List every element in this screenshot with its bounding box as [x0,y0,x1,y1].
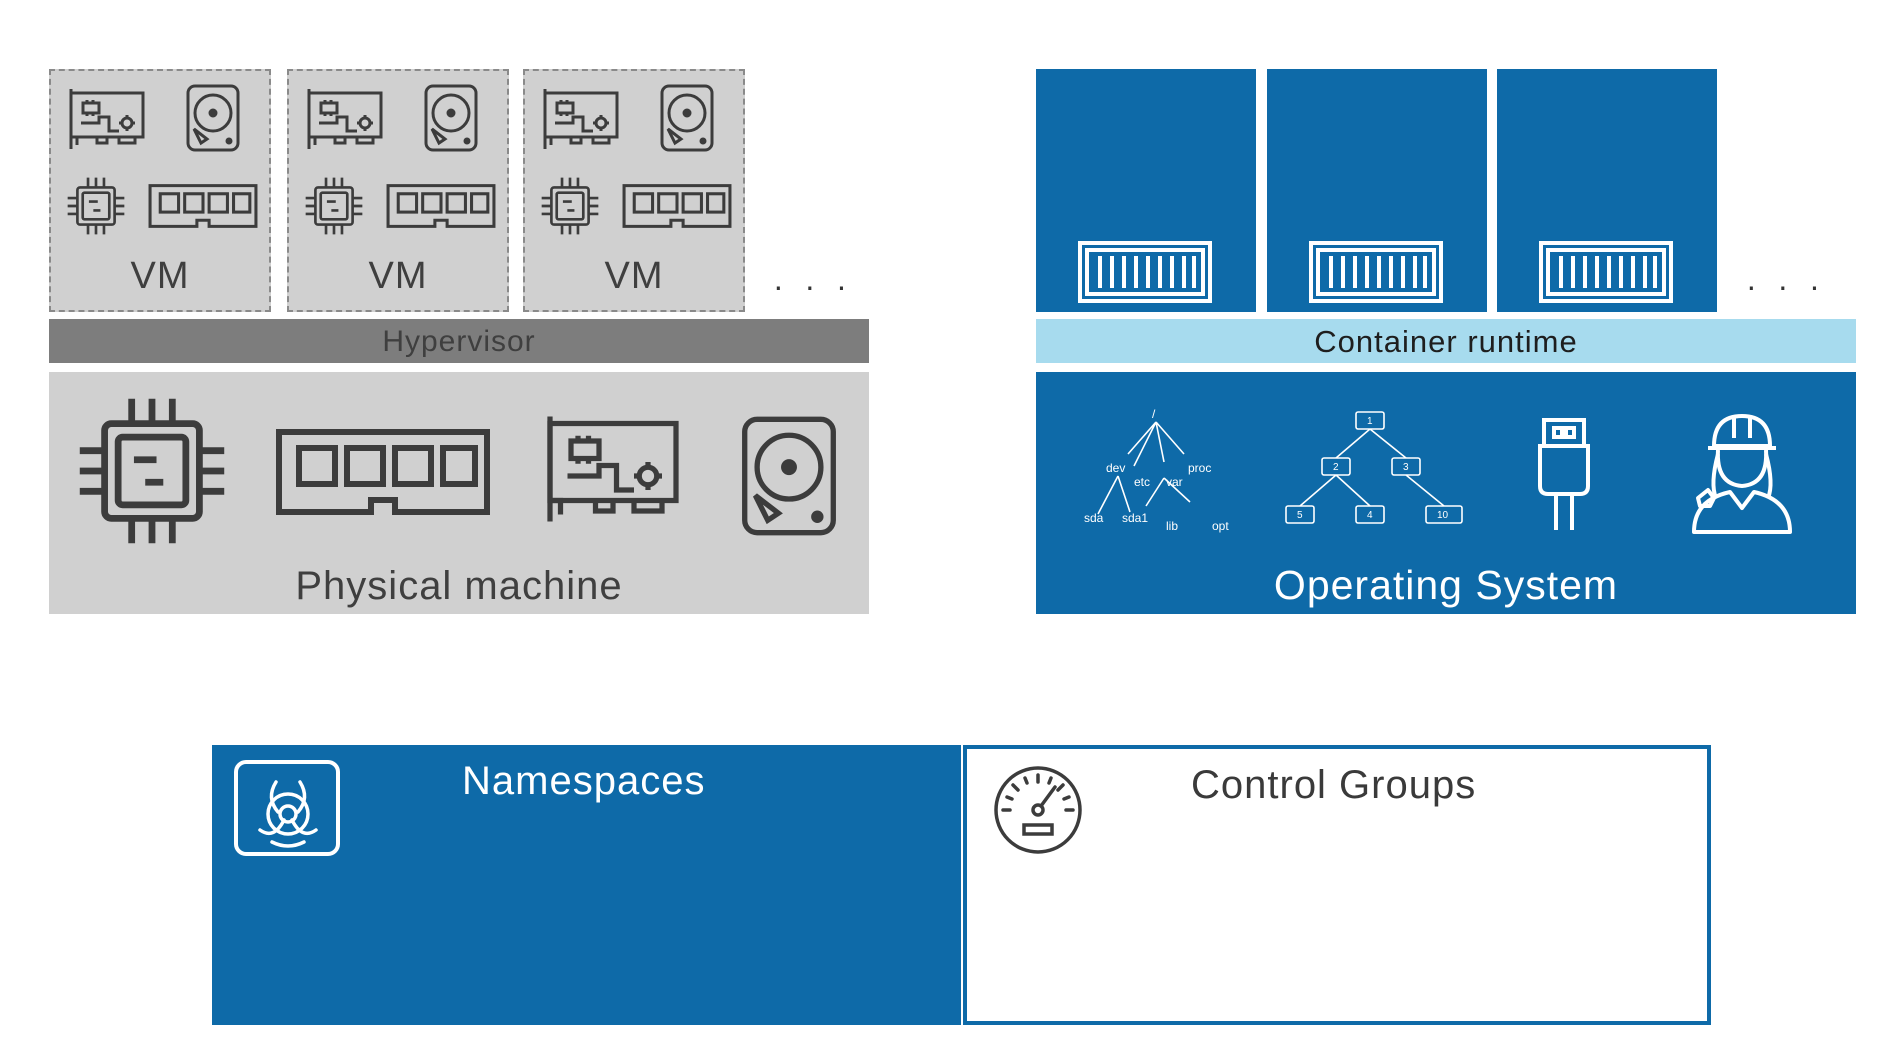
ram-module-icon [273,424,493,524]
process-node: 10 [1437,510,1449,521]
ram-module-icon [147,181,259,233]
cpu-chip-icon [73,392,231,550]
shipping-container-icon [1078,241,1212,303]
ram-module-icon [621,181,733,233]
network-card-icon [67,87,147,151]
fs-node: sda [1084,511,1104,525]
namespaces-title: Namespaces [462,759,706,803]
network-card-icon [543,410,683,528]
process-node: 5 [1297,510,1303,521]
cpu-chip-icon [539,175,601,237]
process-node: 3 [1403,462,1409,473]
fs-node: dev [1106,461,1125,475]
network-card-icon [305,87,385,151]
container-box-1 [1036,69,1256,312]
vm-box-1: VM [49,69,271,312]
shipping-container-icon [1539,241,1673,303]
process-node: 4 [1367,510,1373,521]
operating-system-label: Operating System [1273,562,1619,608]
filesystem-tree-icon: / dev etc var proc sda sda1 lib opt [1084,407,1229,533]
hard-disk-icon [185,83,241,153]
container-box-3 [1497,69,1717,312]
ram-module-icon [385,181,497,233]
control-groups-title: Control Groups [1191,763,1477,807]
fs-node: sda1 [1122,511,1148,525]
fs-node: proc [1188,461,1211,475]
operating-system-layer: / dev etc var proc sda sda1 lib opt 1 2 … [1036,372,1856,614]
biohazard-icon-frame [234,760,340,856]
gauge-icon [994,766,1082,854]
hard-disk-icon [423,83,479,153]
physical-machine-layer: Physical machine [49,372,869,614]
cpu-chip-icon [303,175,365,237]
more-vms-ellipsis: · · · [773,268,853,304]
biohazard-icon [258,780,318,848]
more-containers-ellipsis: · · · [1746,268,1826,304]
hard-disk-icon [659,83,715,153]
container-runtime-layer: Container runtime [1036,319,1856,363]
network-card-icon [541,87,621,151]
vm-label: VM [368,255,428,297]
control-groups-panel: Control Groups [963,745,1711,1025]
hypervisor-layer: Hypervisor [49,319,869,363]
shipping-container-icon [1309,241,1443,303]
fs-node: var [1166,475,1183,489]
fs-node: opt [1212,519,1229,533]
vm-box-2: VM [287,69,509,312]
vm-label: VM [604,255,664,297]
user-worker-icon [1692,414,1792,534]
process-node: 1 [1367,416,1373,427]
namespaces-panel: Namespaces [212,745,961,1025]
container-box-2 [1267,69,1487,312]
vm-box-3: VM [523,69,745,312]
fs-node: etc [1134,475,1150,489]
process-tree-icon: 1 2 3 5 4 10 [1285,411,1463,524]
cpu-chip-icon [65,175,127,237]
hard-disk-icon [739,414,839,538]
physical-machine-label: Physical machine [295,564,623,608]
vm-label: VM [130,255,190,297]
usb-connector-icon [1538,418,1590,530]
process-node: 2 [1333,462,1339,473]
fs-root: / [1152,407,1156,421]
fs-node: lib [1166,519,1178,533]
